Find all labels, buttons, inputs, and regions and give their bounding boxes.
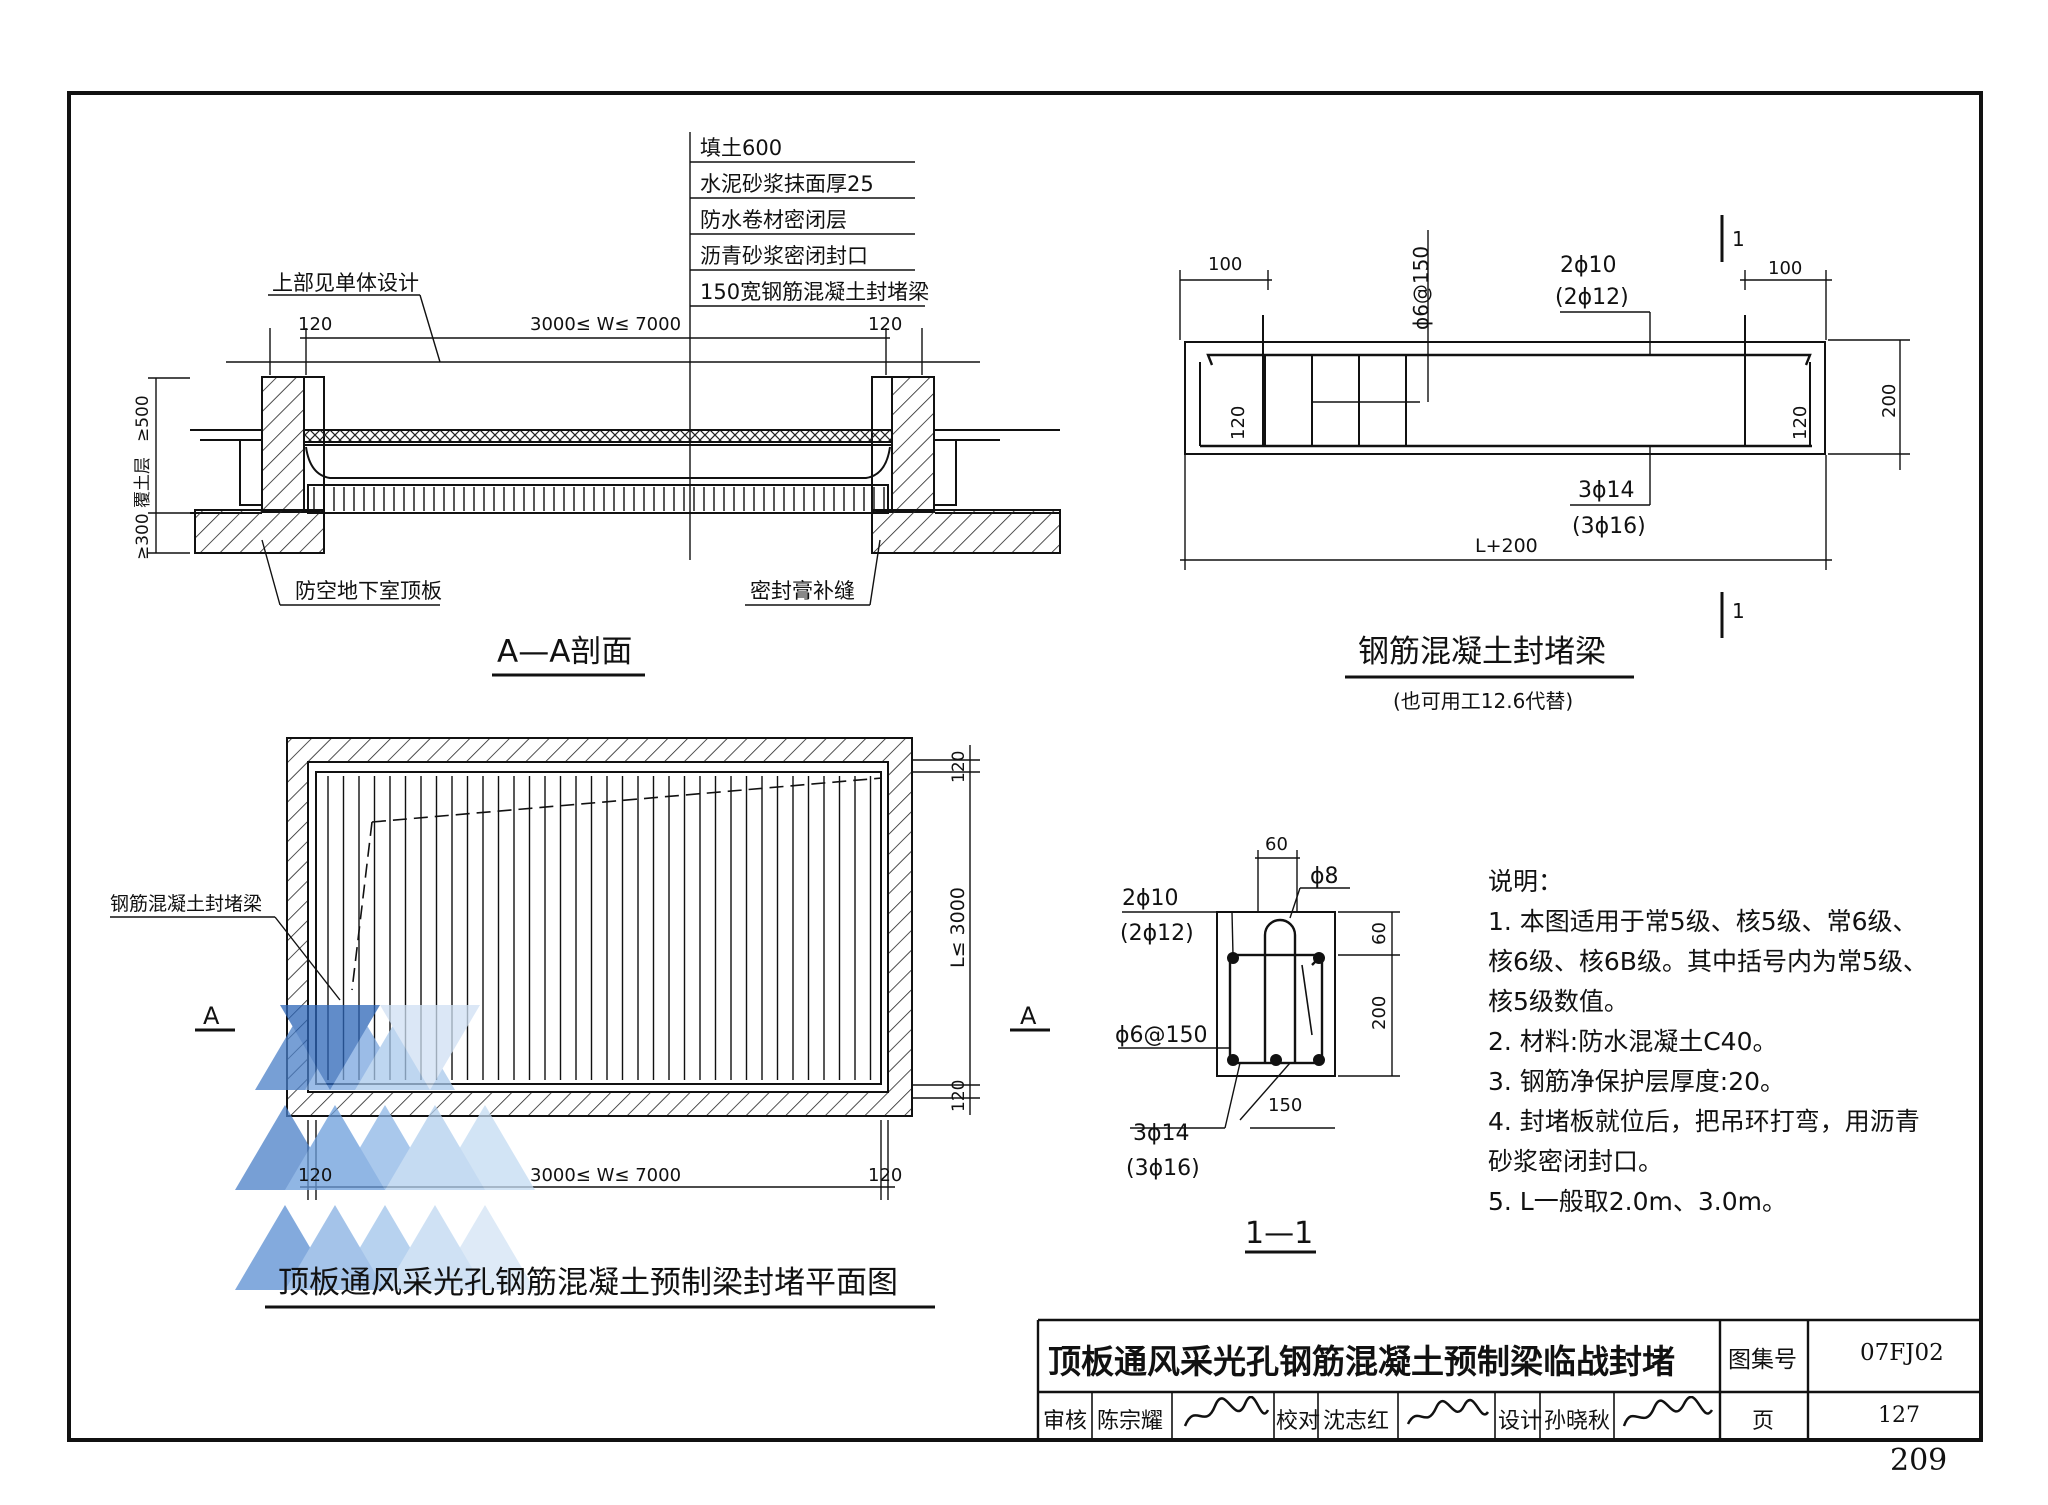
aa-layer-2: 水泥砂浆抹面厚25 <box>700 172 874 196</box>
page-label: 页 <box>1752 1409 1775 1434</box>
notes-line: 4. 封堵板就位后，把吊环打弯，用沥青 <box>1488 1107 1920 1136</box>
title-block-grid <box>1036 1318 1981 1440</box>
aa-layer-3: 防水卷材密闭层 <box>700 208 847 232</box>
plan-dim-b-mid: 3000≤ W≤ 7000 <box>530 1165 681 1186</box>
review-label: 审核 <box>1043 1409 1088 1434</box>
beam-subtitle: (也可用工12.6代替) <box>1393 689 1573 713</box>
aa-dim-mid: 3000≤ W≤ 7000 <box>530 314 681 335</box>
designer-name: 孙晓秋 <box>1544 1409 1611 1434</box>
section-11-texts: 60 ϕ8 2ϕ10 (2ϕ12) ϕ6@150 150 3ϕ14 (3ϕ16)… <box>1115 834 1390 1251</box>
aa-label-top: 上部见单体设计 <box>272 271 419 295</box>
notes-line: 1. 本图适用于常5级、核5级、常6级、 <box>1488 907 1918 936</box>
aa-dim-v3: ≥300 <box>133 513 153 560</box>
beam-dim-length: L+200 <box>1475 535 1538 557</box>
plan-dim-b-left: 120 <box>298 1165 332 1186</box>
beam-dim-left-top: 100 <box>1208 254 1242 275</box>
atlas-label: 图集号 <box>1728 1347 1797 1373</box>
s11-hook: ϕ8 <box>1310 864 1339 889</box>
section-11 <box>1118 850 1400 1254</box>
s11-top-bar-alt: (2ϕ12) <box>1120 921 1194 946</box>
s11-bot-bar-alt: (3ϕ16) <box>1126 1156 1200 1181</box>
beam-dim-right-top: 100 <box>1768 258 1802 279</box>
s11-dim-side-60: 60 <box>1369 922 1390 945</box>
designer-signature <box>1620 1395 1716 1434</box>
notes-line: 核6级、核6B级。其中括号内为常5级、 <box>1488 947 1928 976</box>
design-label: 设计 <box>1498 1409 1543 1434</box>
beam-section-mark-top: 1 <box>1732 227 1745 251</box>
beam-elevation <box>1179 215 1910 679</box>
beam-stirrup: ϕ6@150 <box>1409 246 1433 330</box>
page-number: 209 <box>1890 1443 1948 1478</box>
notes-heading: 说明： <box>1488 867 1564 896</box>
aa-layer-5: 150宽钢筋混凝土封堵梁 <box>700 280 929 304</box>
plan-beam-label: 钢筋混凝土封堵梁 <box>110 893 262 915</box>
s11-title: 1—1 <box>1245 1216 1313 1251</box>
plan-mark-left: A <box>203 1002 220 1030</box>
plan-mark-right: A <box>1020 1002 1037 1030</box>
plan-dim-top: 120 <box>949 751 969 783</box>
notes-line: 砂浆密闭封口。 <box>1488 1147 1664 1176</box>
watermark-logo <box>235 1005 535 1290</box>
plan-dim-bot: 120 <box>949 1080 969 1112</box>
beam-top-bar: 2ϕ10 <box>1560 253 1617 278</box>
aa-dim-left: 120 <box>298 314 332 335</box>
sheet-frame <box>67 91 1983 1442</box>
plan-texts: 钢筋混凝土封堵梁 A A 120 L≤ 3000 120 120 3000≤ W… <box>110 751 1037 1301</box>
notes-block: 说明： 1. 本图适用于常5级、核5级、常6级、 核6级、核6B级。其中括号内为… <box>1488 862 1948 1222</box>
aa-section <box>148 132 1061 677</box>
aa-texts: 填土600 水泥砂浆抹面厚25 防水卷材密闭层 沥青砂浆密闭封口 150宽钢筋混… <box>133 136 929 670</box>
aa-beam-ticks <box>313 487 885 511</box>
plan-dim-mid: L≤ 3000 <box>947 887 969 968</box>
s11-stirrup: ϕ6@150 <box>1115 1023 1208 1048</box>
aa-label-bottom-right: 密封膏补缝 <box>750 579 855 603</box>
beam-title: 钢筋混凝土封堵梁 <box>1358 634 1606 670</box>
page-number-cell: 127 <box>1878 1403 1920 1428</box>
checker-signature <box>1404 1396 1492 1434</box>
checker-name: 沈志红 <box>1323 1409 1390 1434</box>
s11-top-bar: 2ϕ10 <box>1122 886 1179 911</box>
plan-title: 顶板通风采光孔钢筋混凝土预制梁封堵平面图 <box>278 1265 898 1301</box>
s11-dim-60: 60 <box>1265 834 1288 855</box>
beam-texts: 100 100 ϕ6@150 2ϕ10 (2ϕ12) 3ϕ14 (3ϕ16) 1… <box>1208 227 1900 713</box>
notes-line: 核5级数值。 <box>1488 987 1629 1016</box>
beam-dim-h-left: 120 <box>1228 406 1249 440</box>
aa-label-bottom-left: 防空地下室顶板 <box>295 579 442 603</box>
beam-section-mark-bottom: 1 <box>1732 599 1745 623</box>
beam-dim-h-right: 120 <box>1790 406 1811 440</box>
plan-view <box>110 737 1050 1309</box>
s11-bot-bar: 3ϕ14 <box>1133 1121 1190 1146</box>
aa-layer-1: 填土600 <box>700 136 782 160</box>
atlas-number: 07FJ02 <box>1860 1340 1944 1366</box>
notes-line: 5. L一般取2.0m、3.0m。 <box>1488 1187 1787 1216</box>
aa-title: A—A剖面 <box>497 634 632 670</box>
aa-dim-v1: ≥500 <box>133 395 153 442</box>
reviewer-name: 陈宗耀 <box>1097 1409 1164 1434</box>
aa-dim-right: 120 <box>868 314 902 335</box>
beam-bot-bar: 3ϕ14 <box>1578 478 1635 503</box>
s11-dim-150: 150 <box>1268 1095 1302 1116</box>
beam-dim-height: 200 <box>1879 384 1900 418</box>
beam-top-bar-alt: (2ϕ12) <box>1555 285 1629 310</box>
reviewer-signature <box>1180 1395 1270 1432</box>
aa-dim-v2: 覆土层 <box>133 457 153 508</box>
notes-line: 3. 钢筋净保护层厚度:20。 <box>1488 1067 1786 1096</box>
s11-dim-side-200: 200 <box>1369 996 1390 1030</box>
aa-layer-4: 沥青砂浆密闭封口 <box>700 244 868 268</box>
drawing-title: 顶板通风采光孔钢筋混凝土预制梁临战封堵 <box>1048 1342 1675 1381</box>
check-label: 校对 <box>1276 1409 1321 1434</box>
notes-line: 2. 材料:防水混凝土C40。 <box>1488 1027 1778 1056</box>
plan-dim-b-right: 120 <box>868 1165 902 1186</box>
beam-bot-bar-alt: (3ϕ16) <box>1572 514 1646 539</box>
